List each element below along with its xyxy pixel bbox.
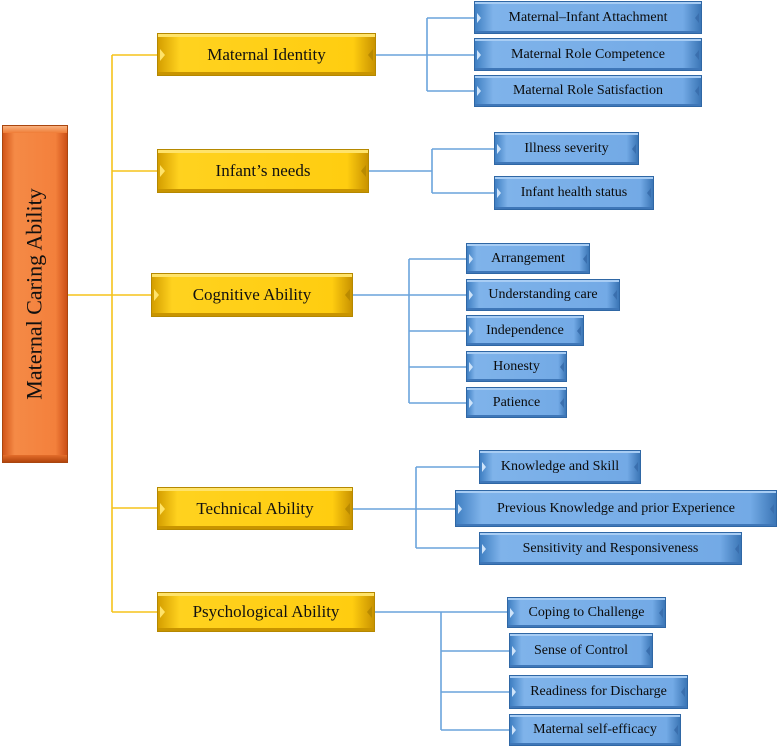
leaf-label: Maternal self-efficacy xyxy=(533,722,657,737)
leaf-node: Sense of Control xyxy=(509,633,653,668)
branch-label: Maternal Identity xyxy=(207,44,326,64)
leaf-label: Patience xyxy=(492,394,541,410)
leaf-node: Arrangement xyxy=(466,243,590,274)
leaf-node: Illness severity xyxy=(494,132,639,165)
leaf-node: Previous Knowledge and prior Experience xyxy=(455,490,777,527)
leaf-node: Independence xyxy=(466,315,584,346)
leaf-node: Maternal Role Satisfaction xyxy=(474,75,702,107)
leaf-label: Maternal Role Satisfaction xyxy=(512,83,664,98)
leaf-label: Readiness for Discharge xyxy=(530,684,667,699)
leaf-label: Honesty xyxy=(493,358,540,374)
leaf-node: Coping to Challenge xyxy=(507,597,666,628)
leaf-label: Maternal Role Competence xyxy=(511,46,665,62)
leaf-label: Arrangement xyxy=(491,250,565,266)
leaf-label: Illness severity xyxy=(524,140,609,156)
leaf-node: Maternal Role Competence xyxy=(474,38,702,71)
root-label: Maternal Caring Ability xyxy=(22,188,47,400)
leaf-node: Infant health status xyxy=(494,176,654,210)
branch-label: Cognitive Ability xyxy=(192,285,312,304)
branch-maternal-identity: Maternal Identity xyxy=(157,33,376,76)
leaf-label: Coping to Challenge xyxy=(528,604,645,620)
branch-infants-needs: Infant’s needs xyxy=(157,149,369,193)
branch-cognitive-ability: Cognitive Ability xyxy=(151,273,353,317)
leaf-node: Sensitivity and Responsiveness xyxy=(479,532,742,565)
root-node: Maternal Caring Ability xyxy=(2,125,68,463)
leaf-node: Honesty xyxy=(466,351,567,382)
leaf-node: Maternal–Infant Attachment xyxy=(474,1,702,34)
leaf-label: Understanding care xyxy=(488,287,598,302)
leaf-label: Knowledge and Skill xyxy=(500,459,620,474)
branch-label: Technical Ability xyxy=(196,498,314,518)
branch-psychological-ability: Psychological Ability xyxy=(157,592,375,632)
leaf-label: Previous Knowledge and prior Experience xyxy=(497,500,735,516)
leaf-label: Independence xyxy=(486,322,564,338)
branch-technical-ability: Technical Ability xyxy=(157,487,353,530)
leaf-node: Maternal self-efficacy xyxy=(509,714,681,746)
leaf-label: Sensitivity and Responsiveness xyxy=(522,540,699,556)
leaf-label: Maternal–Infant Attachment xyxy=(508,9,668,25)
leaf-node: Understanding care xyxy=(466,279,620,311)
leaf-node: Readiness for Discharge xyxy=(509,675,688,709)
leaf-label: Sense of Control xyxy=(533,642,629,658)
leaf-label: Infant health status xyxy=(520,185,628,200)
branch-label: Infant’s needs xyxy=(215,161,311,180)
branch-label: Psychological Ability xyxy=(192,602,340,621)
leaf-node: Knowledge and Skill xyxy=(479,450,641,484)
leaf-node: Patience xyxy=(466,387,567,418)
